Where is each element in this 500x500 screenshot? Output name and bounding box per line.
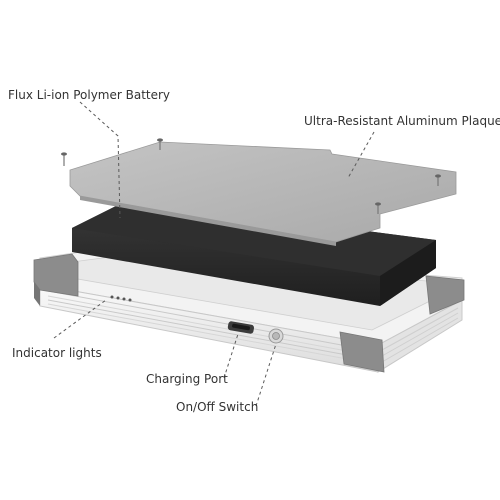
- plaque-label: Ultra-Resistant Aluminum Plaque: [304, 114, 500, 128]
- switch-label: On/Off Switch: [176, 400, 259, 414]
- indicator-lights: [110, 295, 132, 302]
- power-switch: [268, 328, 284, 344]
- battery-label: Flux Li-ion Polymer Battery: [8, 88, 171, 102]
- indicator-label: Indicator lights: [12, 346, 102, 360]
- screw-icon: [435, 174, 441, 186]
- charging-port: [227, 321, 255, 334]
- screw-icon: [157, 138, 163, 150]
- battery-pack: [72, 200, 436, 306]
- aluminum-plaque: [69, 141, 457, 246]
- charging-leader: [223, 333, 239, 379]
- screw-icon: [375, 202, 381, 214]
- screws: [61, 138, 441, 214]
- battery-leader: [79, 101, 121, 219]
- plaque-leader: [347, 131, 375, 179]
- switch-leader: [255, 343, 277, 407]
- screw-icon: [61, 152, 67, 166]
- indicator-leader: [53, 299, 107, 339]
- charging-port-label: Charging Port: [146, 372, 228, 386]
- leader-lines: [53, 101, 375, 407]
- corner-caps: [33, 253, 465, 373]
